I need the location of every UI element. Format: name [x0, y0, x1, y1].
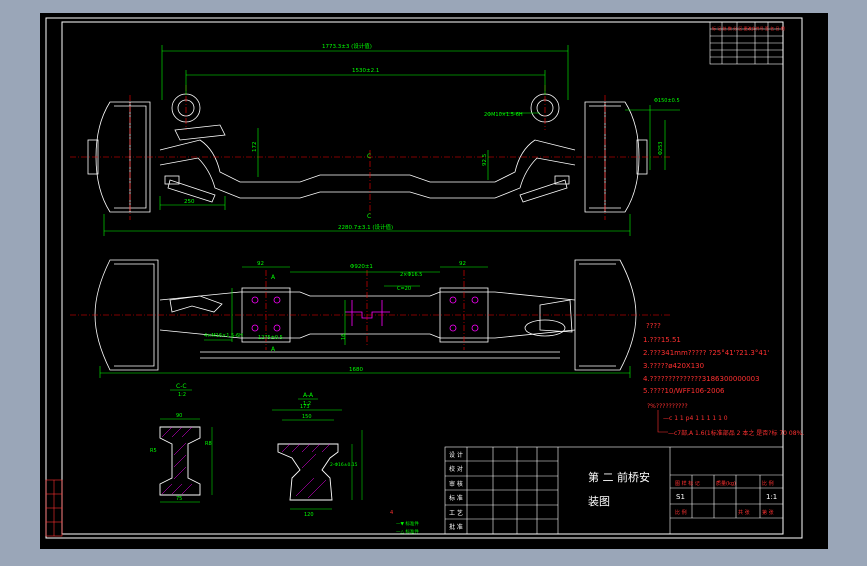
section-a-width2: 150	[302, 414, 312, 420]
plan-centerlines	[70, 270, 670, 350]
drawing-canvas	[40, 13, 828, 549]
section-c-scale: 1:2	[178, 392, 186, 398]
section-c-marker-bottom: C	[367, 213, 371, 220]
tb-header-3: 比 例	[762, 480, 774, 487]
tb-footer-total: 共 张	[738, 509, 750, 516]
section-a-note: 2-Φ16±0.15	[330, 462, 358, 468]
dim-left-height: 250	[184, 199, 195, 205]
tb-value-mark: S1	[676, 493, 685, 501]
dim-plan-inner: 1275±0.5	[258, 335, 283, 341]
technical-notes: ???? 1.???15.51 2.???341mm????? ?25°41'?…	[390, 322, 804, 535]
margin-stamp	[45, 479, 63, 537]
section-c-title: C-C	[176, 383, 187, 390]
section-a-marker-top: A	[271, 274, 276, 281]
dim-top-overall: 1773.3±3 (设计值)	[322, 42, 372, 50]
section-c-base: 75	[176, 496, 182, 502]
section-a-a: A-A 1:2 173 150 120 2-Φ16±0.15	[272, 392, 363, 518]
note-mark-2: —c 1 1 p4 1 1 1 1 1 0	[663, 415, 728, 422]
elevation-centerlines	[70, 85, 670, 220]
drawing-title-line-1: 第 二 前桥安	[588, 470, 650, 484]
dim-plan-2: C=20	[397, 286, 411, 292]
dim-plan-sprag: 2×Φ16.5	[400, 272, 422, 278]
drawing-title-line-2: 装图	[588, 495, 610, 508]
role-check: 校 对	[449, 465, 463, 473]
section-c-r1: R5	[150, 448, 157, 454]
dim-plan-overall: 1680	[349, 367, 363, 373]
role-design: 设 计	[449, 451, 463, 459]
dim-plan-right: 92	[459, 261, 466, 267]
dim-right-diameter-2: Φ253	[658, 142, 664, 155]
dim-bottom-overall: 2280.7±3.1 (设计值)	[338, 223, 393, 231]
title-block	[444, 446, 784, 535]
tb-header-2: 质量(kg)	[716, 480, 736, 487]
plan-dimensions	[99, 266, 631, 378]
section-c-marker-top: C	[367, 153, 371, 160]
note-line-5: 5.????10/WFF106-2006	[643, 387, 725, 395]
elevation-dimensions	[103, 45, 680, 236]
section-a-scale: 1:2	[303, 401, 311, 407]
note-mark-1: ?%??????????	[647, 403, 688, 410]
section-c-width: 90	[176, 413, 182, 419]
dim-plan-center: Φ920±1	[350, 264, 373, 270]
tb-sheet-label: 比 例	[675, 509, 687, 516]
tb-header-1: 图 样 标 记	[675, 480, 700, 487]
note-small-1: 4	[390, 510, 393, 516]
note-small-2: —▼ 标准件	[396, 520, 419, 527]
section-a-title: A-A	[303, 392, 314, 399]
note-mark-3: —c7部,A 1.6(1标准部品 2 本之 是否?标 70 08%.	[668, 429, 804, 437]
revision-table-header: 标 记 处 数 分 区 更改文件号 签 名 日 期	[712, 25, 785, 31]
note-line-4: 4.??????????????3186300000003	[643, 375, 760, 383]
note-line-1: 1.???15.51	[643, 336, 681, 344]
dim-mid-vertical: 172	[252, 142, 258, 153]
role-process: 工 艺	[449, 509, 463, 517]
dim-plan-3: 16	[341, 334, 347, 340]
section-a-base: 120	[304, 512, 314, 518]
dim-right-vertical: 92.5	[482, 153, 488, 166]
role-review: 审 核	[449, 480, 463, 488]
dim-top-kingpin: 1530±2.1	[352, 68, 379, 74]
note-line-2: 2.???341mm????? ?25°41'?21.3°41'	[643, 349, 769, 357]
notes-heading: ????	[646, 322, 661, 330]
section-c-c: C-C 1:2 90 R5 R8 75	[150, 383, 213, 503]
role-standard: 标 准	[449, 494, 463, 502]
tb-value-scale: 1:1	[766, 493, 777, 501]
revision-table	[709, 21, 784, 65]
note-small-3: —△ 标准件	[396, 528, 419, 535]
section-a-marker-bottom: A	[271, 346, 276, 353]
dim-tie-rod: 2ΦM10×1.5-6H	[484, 112, 523, 118]
tb-footer-sheet: 第 张	[762, 509, 774, 516]
sheet-inner-border	[61, 21, 784, 535]
dim-right-diameter-1: Φ150±0.5	[654, 98, 680, 104]
dim-plan-thread: 4×M16×1.5-6H	[204, 333, 243, 339]
sheet-outer-border	[45, 17, 803, 539]
section-a-width: 173	[300, 404, 310, 410]
dim-plan-left: 92	[257, 261, 264, 267]
role-approve: 批 准	[449, 523, 463, 531]
plan-holes	[251, 296, 479, 332]
note-line-3: 3.?????ø420X130	[643, 362, 704, 370]
section-c-r2: R8	[205, 441, 212, 447]
